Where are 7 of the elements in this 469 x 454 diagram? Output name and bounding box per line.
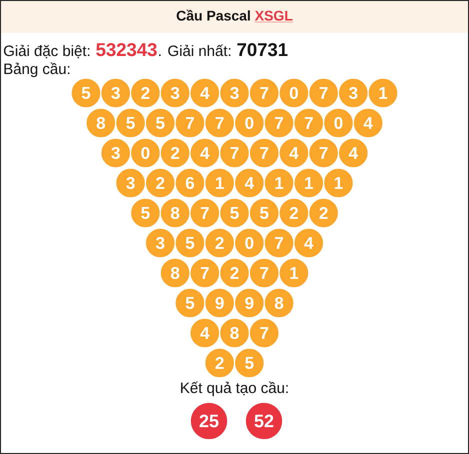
prize-label: Giải đặc biệt:: [4, 44, 90, 58]
header-band: Cầu Pascal XSGL: [1, 1, 468, 33]
section-heading: Bảng cầu:: [4, 62, 70, 78]
prize-number: 532343: [96, 43, 157, 56]
result-heading: Kết quả tạo cầu:: [181, 381, 288, 396]
prize-number: 70731: [237, 43, 288, 56]
prize-label: . Giải nhất:: [159, 44, 230, 56]
